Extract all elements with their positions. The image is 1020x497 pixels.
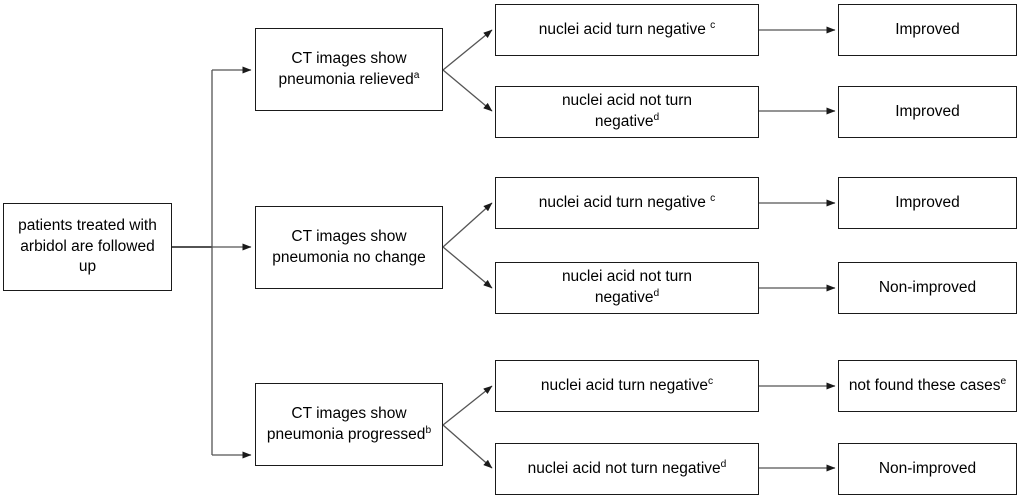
node-outcome-non-improved-1-label: Non-improved <box>878 278 977 296</box>
node-nuclei-turn-negative-2-label: nuclei acid turn negative c <box>538 192 716 211</box>
node-outcome-non-improved-2: Non-improved <box>838 443 1017 495</box>
node-outcome-improved-1-label: Improved <box>895 20 960 38</box>
node-nuclei-not-turn-negative-1: nuclei acid not turn negatived <box>495 86 759 138</box>
superscript-d: d <box>653 287 660 299</box>
node-nuclei-not-turn-negative-2-label: nuclei acid not turn negatived <box>561 268 693 306</box>
node-ct-no-change: CT images show pneumonia no change <box>255 206 443 289</box>
node-outcome-improved-3: Improved <box>838 177 1017 229</box>
edge-ct3-to-nuclei6 <box>442 424 493 469</box>
node-nuclei-turn-negative-2: nuclei acid turn negative c <box>495 177 759 229</box>
node-ct-no-change-label: CT images show pneumonia no change <box>272 227 426 266</box>
node-ct-progressed: CT images show pneumonia progressedb <box>255 383 443 466</box>
node-nuclei-turn-negative-3: nuclei acid turn negativec <box>495 360 759 412</box>
node-outcome-non-improved-1: Non-improved <box>838 262 1017 314</box>
node-nuclei-turn-negative-1: nuclei acid turn negative c <box>495 4 759 56</box>
node-nuclei-not-turn-negative-3-label: nuclei acid not turn negatived <box>527 458 727 477</box>
node-outcome-improved-3-label: Improved <box>895 193 960 211</box>
node-outcome-improved-2-label: Improved <box>895 102 960 120</box>
superscript-c: c <box>710 192 716 204</box>
node-outcome-not-found-cases-label: not found these casese <box>848 375 1007 394</box>
node-outcome-improved-1: Improved <box>838 4 1017 56</box>
node-nuclei-not-turn-negative-3: nuclei acid not turn negatived <box>495 443 759 495</box>
node-ct-relieved-label: CT images show pneumonia relieveda <box>278 49 420 88</box>
superscript-b: b <box>425 424 432 436</box>
superscript-e: e <box>1000 375 1007 387</box>
edge-ct1-to-nuclei2 <box>442 69 493 112</box>
node-ct-progressed-label: CT images show pneumonia progressedb <box>266 404 432 443</box>
edge-ct1-to-nuclei1 <box>442 29 493 71</box>
edge-ct2-to-nuclei4 <box>442 246 493 289</box>
node-outcome-improved-2: Improved <box>838 86 1017 138</box>
superscript-c: c <box>710 19 716 31</box>
node-root-label: patients treated with arbidol are follow… <box>18 217 157 276</box>
superscript-d: d <box>720 458 727 470</box>
node-outcome-not-found-cases: not found these casese <box>838 360 1017 412</box>
node-outcome-non-improved-2-label: Non-improved <box>878 459 977 477</box>
node-root: patients treated with arbidol are follow… <box>3 203 172 291</box>
superscript-a: a <box>413 69 420 81</box>
node-nuclei-turn-negative-3-label: nuclei acid turn negativec <box>540 375 714 394</box>
node-nuclei-not-turn-negative-2: nuclei acid not turn negatived <box>495 262 759 314</box>
node-nuclei-not-turn-negative-1-label: nuclei acid not turn negatived <box>561 92 693 130</box>
node-ct-relieved: CT images show pneumonia relieveda <box>255 28 443 111</box>
superscript-d: d <box>653 111 660 123</box>
node-nuclei-turn-negative-1-label: nuclei acid turn negative c <box>538 19 716 38</box>
superscript-c: c <box>708 375 714 387</box>
edge-ct3-to-nuclei5 <box>442 385 493 426</box>
edge-ct2-to-nuclei3 <box>442 202 493 248</box>
